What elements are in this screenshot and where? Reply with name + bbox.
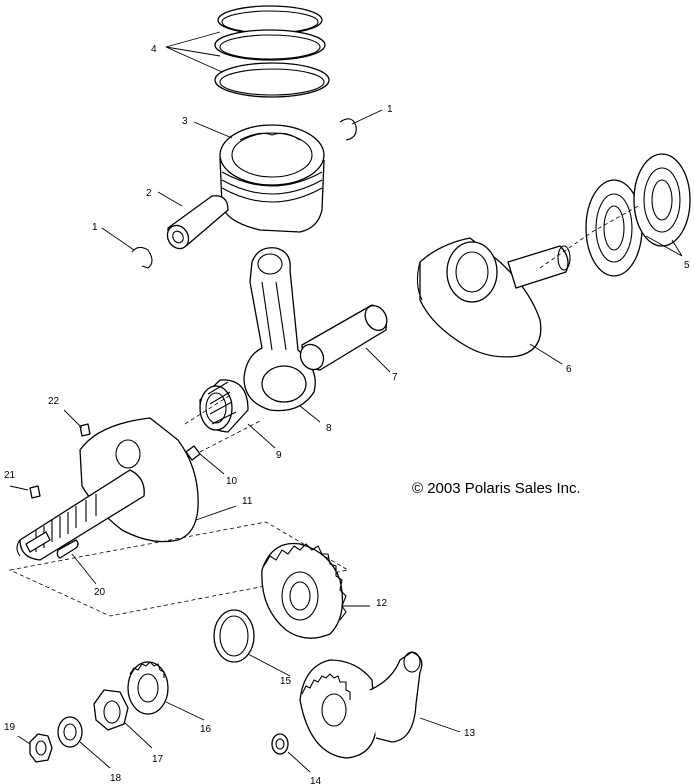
callout-11: 11 xyxy=(242,496,253,507)
callout-15: 15 xyxy=(280,676,292,687)
crank-pin xyxy=(299,304,388,371)
assembly-line-c xyxy=(539,204,641,269)
woodruff-key-b xyxy=(79,423,91,437)
callout-13: 13 xyxy=(464,728,476,739)
callout-16: 16 xyxy=(200,724,212,735)
callout-9: 9 xyxy=(276,450,282,461)
callout-20: 20 xyxy=(94,587,106,598)
circlip-left xyxy=(131,246,153,269)
callout-21: 21 xyxy=(4,470,16,481)
callout-4: 4 xyxy=(151,44,157,55)
crankshaft-half-left xyxy=(16,417,199,561)
assembly-line-b xyxy=(199,419,263,453)
assembly-line-a xyxy=(184,393,233,425)
wrist-pin xyxy=(166,195,229,250)
circlip-right xyxy=(339,118,357,141)
thrust-washer xyxy=(213,609,255,663)
callout-22: 22 xyxy=(48,396,60,407)
callout-1-right: 1 xyxy=(387,104,393,115)
callout-2: 2 xyxy=(146,188,152,199)
connecting-rod xyxy=(243,247,316,412)
callout-1-left: 1 xyxy=(92,222,98,233)
needle-bearing xyxy=(199,379,249,433)
copyright-text: © 2003 Polaris Sales Inc. xyxy=(412,480,581,497)
callout-18: 18 xyxy=(110,773,122,784)
callout-19: 19 xyxy=(4,722,16,733)
callout-8: 8 xyxy=(326,423,332,434)
ball-bearings xyxy=(585,153,691,277)
balance-shaft xyxy=(299,651,423,759)
leader-lines xyxy=(9,31,683,773)
small-washer xyxy=(271,733,289,755)
callout-3: 3 xyxy=(182,116,188,127)
end-nut xyxy=(29,733,53,763)
callout-6: 6 xyxy=(566,364,572,375)
flat-washer xyxy=(57,716,83,748)
callout-12: 12 xyxy=(376,598,388,609)
crankshaft-half-right xyxy=(416,237,571,358)
hex-nut xyxy=(93,689,129,731)
drive-gear xyxy=(261,542,347,639)
callout-7: 7 xyxy=(392,372,398,383)
piston-rings xyxy=(214,5,330,98)
callout-5: 5 xyxy=(684,260,690,271)
callout-17: 17 xyxy=(152,754,164,765)
dowel-pin xyxy=(56,539,79,559)
callout-14: 14 xyxy=(310,776,322,784)
piston xyxy=(219,124,325,233)
small-gear xyxy=(127,661,169,715)
callout-10: 10 xyxy=(226,476,238,487)
woodruff-key-a xyxy=(29,485,41,499)
